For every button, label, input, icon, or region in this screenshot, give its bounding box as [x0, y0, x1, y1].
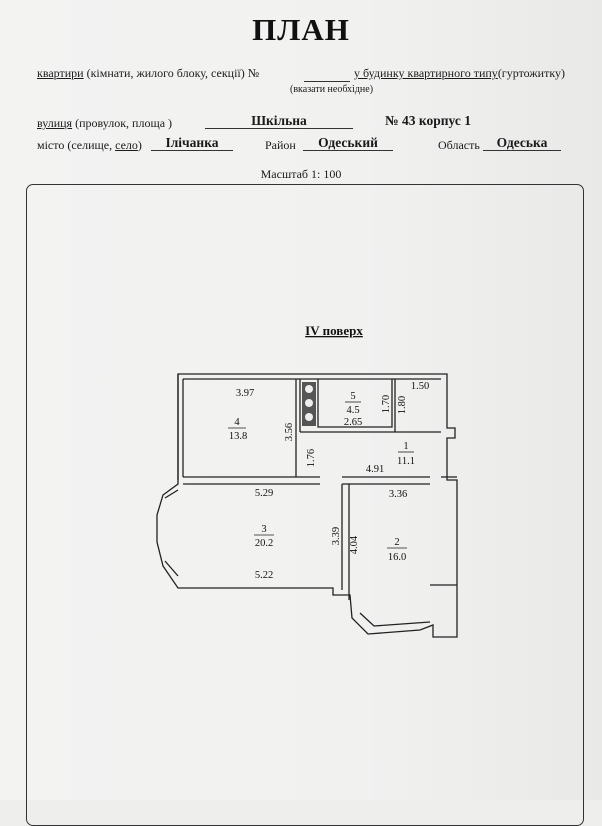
room2-number: 2 [394, 537, 399, 548]
room1-number: 1 [403, 441, 408, 452]
region-value: Одеська [483, 135, 561, 151]
village-label: село [115, 138, 138, 152]
floor-plan-drawing: IV поверх [156, 323, 458, 638]
shower-icon [305, 413, 313, 421]
dim-room2-height: 4.04 [349, 535, 360, 554]
dormitory-label: (гуртожитку) [497, 66, 565, 80]
room3-area: 20.2 [255, 538, 273, 549]
street-label-line: вулиця (провулок, площа ) [37, 116, 172, 131]
city-label: місто (селище, [37, 138, 116, 152]
city-label-line: місто (селище, село) [37, 138, 142, 153]
street-value: Шкільна [205, 113, 353, 129]
region-label: Область [438, 138, 480, 152]
street-label-rest: (провулок, площа ) [72, 116, 173, 130]
dim-room3-top: 5.29 [255, 488, 273, 499]
outer-wall [156, 373, 458, 638]
district-label: Район [265, 138, 296, 152]
dim-room3-bottom: 5.22 [255, 570, 273, 581]
dim-room4-width: 3.97 [236, 388, 254, 399]
room3-number: 3 [261, 524, 266, 535]
dim-closet-height: 1.80 [397, 396, 408, 414]
room5-area: 4.5 [346, 405, 359, 416]
dim-closet-width: 1.50 [411, 381, 429, 392]
city-value: Ілічанка [151, 135, 233, 151]
dim-hall-height: 1.76 [306, 449, 317, 467]
dim-hall-width: 4.91 [366, 464, 384, 475]
room5-number: 5 [350, 391, 355, 402]
dim-room5-width: 2.65 [344, 417, 362, 428]
building-type-label: у будинку квартирного типу [354, 66, 498, 80]
dim-room3-height: 3.39 [331, 527, 342, 545]
room1-area: 11.1 [397, 456, 415, 467]
scale-label: Масштаб 1: 100 [260, 167, 342, 181]
floor-title: IV поверх [305, 323, 363, 338]
apartment-line: квартири (кімнати, жилого блоку, секції)… [37, 66, 259, 81]
street-label: вулиця [37, 116, 73, 130]
building-type-line: у будинку квартирного типу(гуртожитку) [354, 66, 565, 81]
hint-text: (вказати необхідне) [290, 84, 374, 95]
apartment-label: квартири [37, 66, 84, 80]
toilet-icon [305, 399, 313, 407]
bathroom-wall [317, 379, 393, 428]
house-number-value: № 43 корпус 1 [385, 113, 471, 128]
apartment-number-field [304, 80, 350, 82]
bay-window-room2 [359, 612, 431, 627]
bay-window-room3 [164, 489, 179, 577]
dim-room4-height: 3.56 [284, 423, 295, 441]
page-title: ПЛАН [252, 12, 350, 47]
room2-area: 16.0 [388, 552, 406, 563]
sink-icon [305, 385, 313, 393]
dim-room2-width: 3.36 [389, 489, 407, 500]
plumbing-fixtures [302, 382, 316, 426]
room4-number: 4 [234, 417, 240, 428]
dim-room5-height: 1.70 [381, 395, 392, 413]
room4-area: 13.8 [229, 431, 247, 442]
city-label-close: ) [137, 138, 142, 152]
apartment-label-rest: (кімнати, жилого блоку, секції) № [83, 66, 260, 80]
district-value: Одеський [303, 135, 393, 151]
